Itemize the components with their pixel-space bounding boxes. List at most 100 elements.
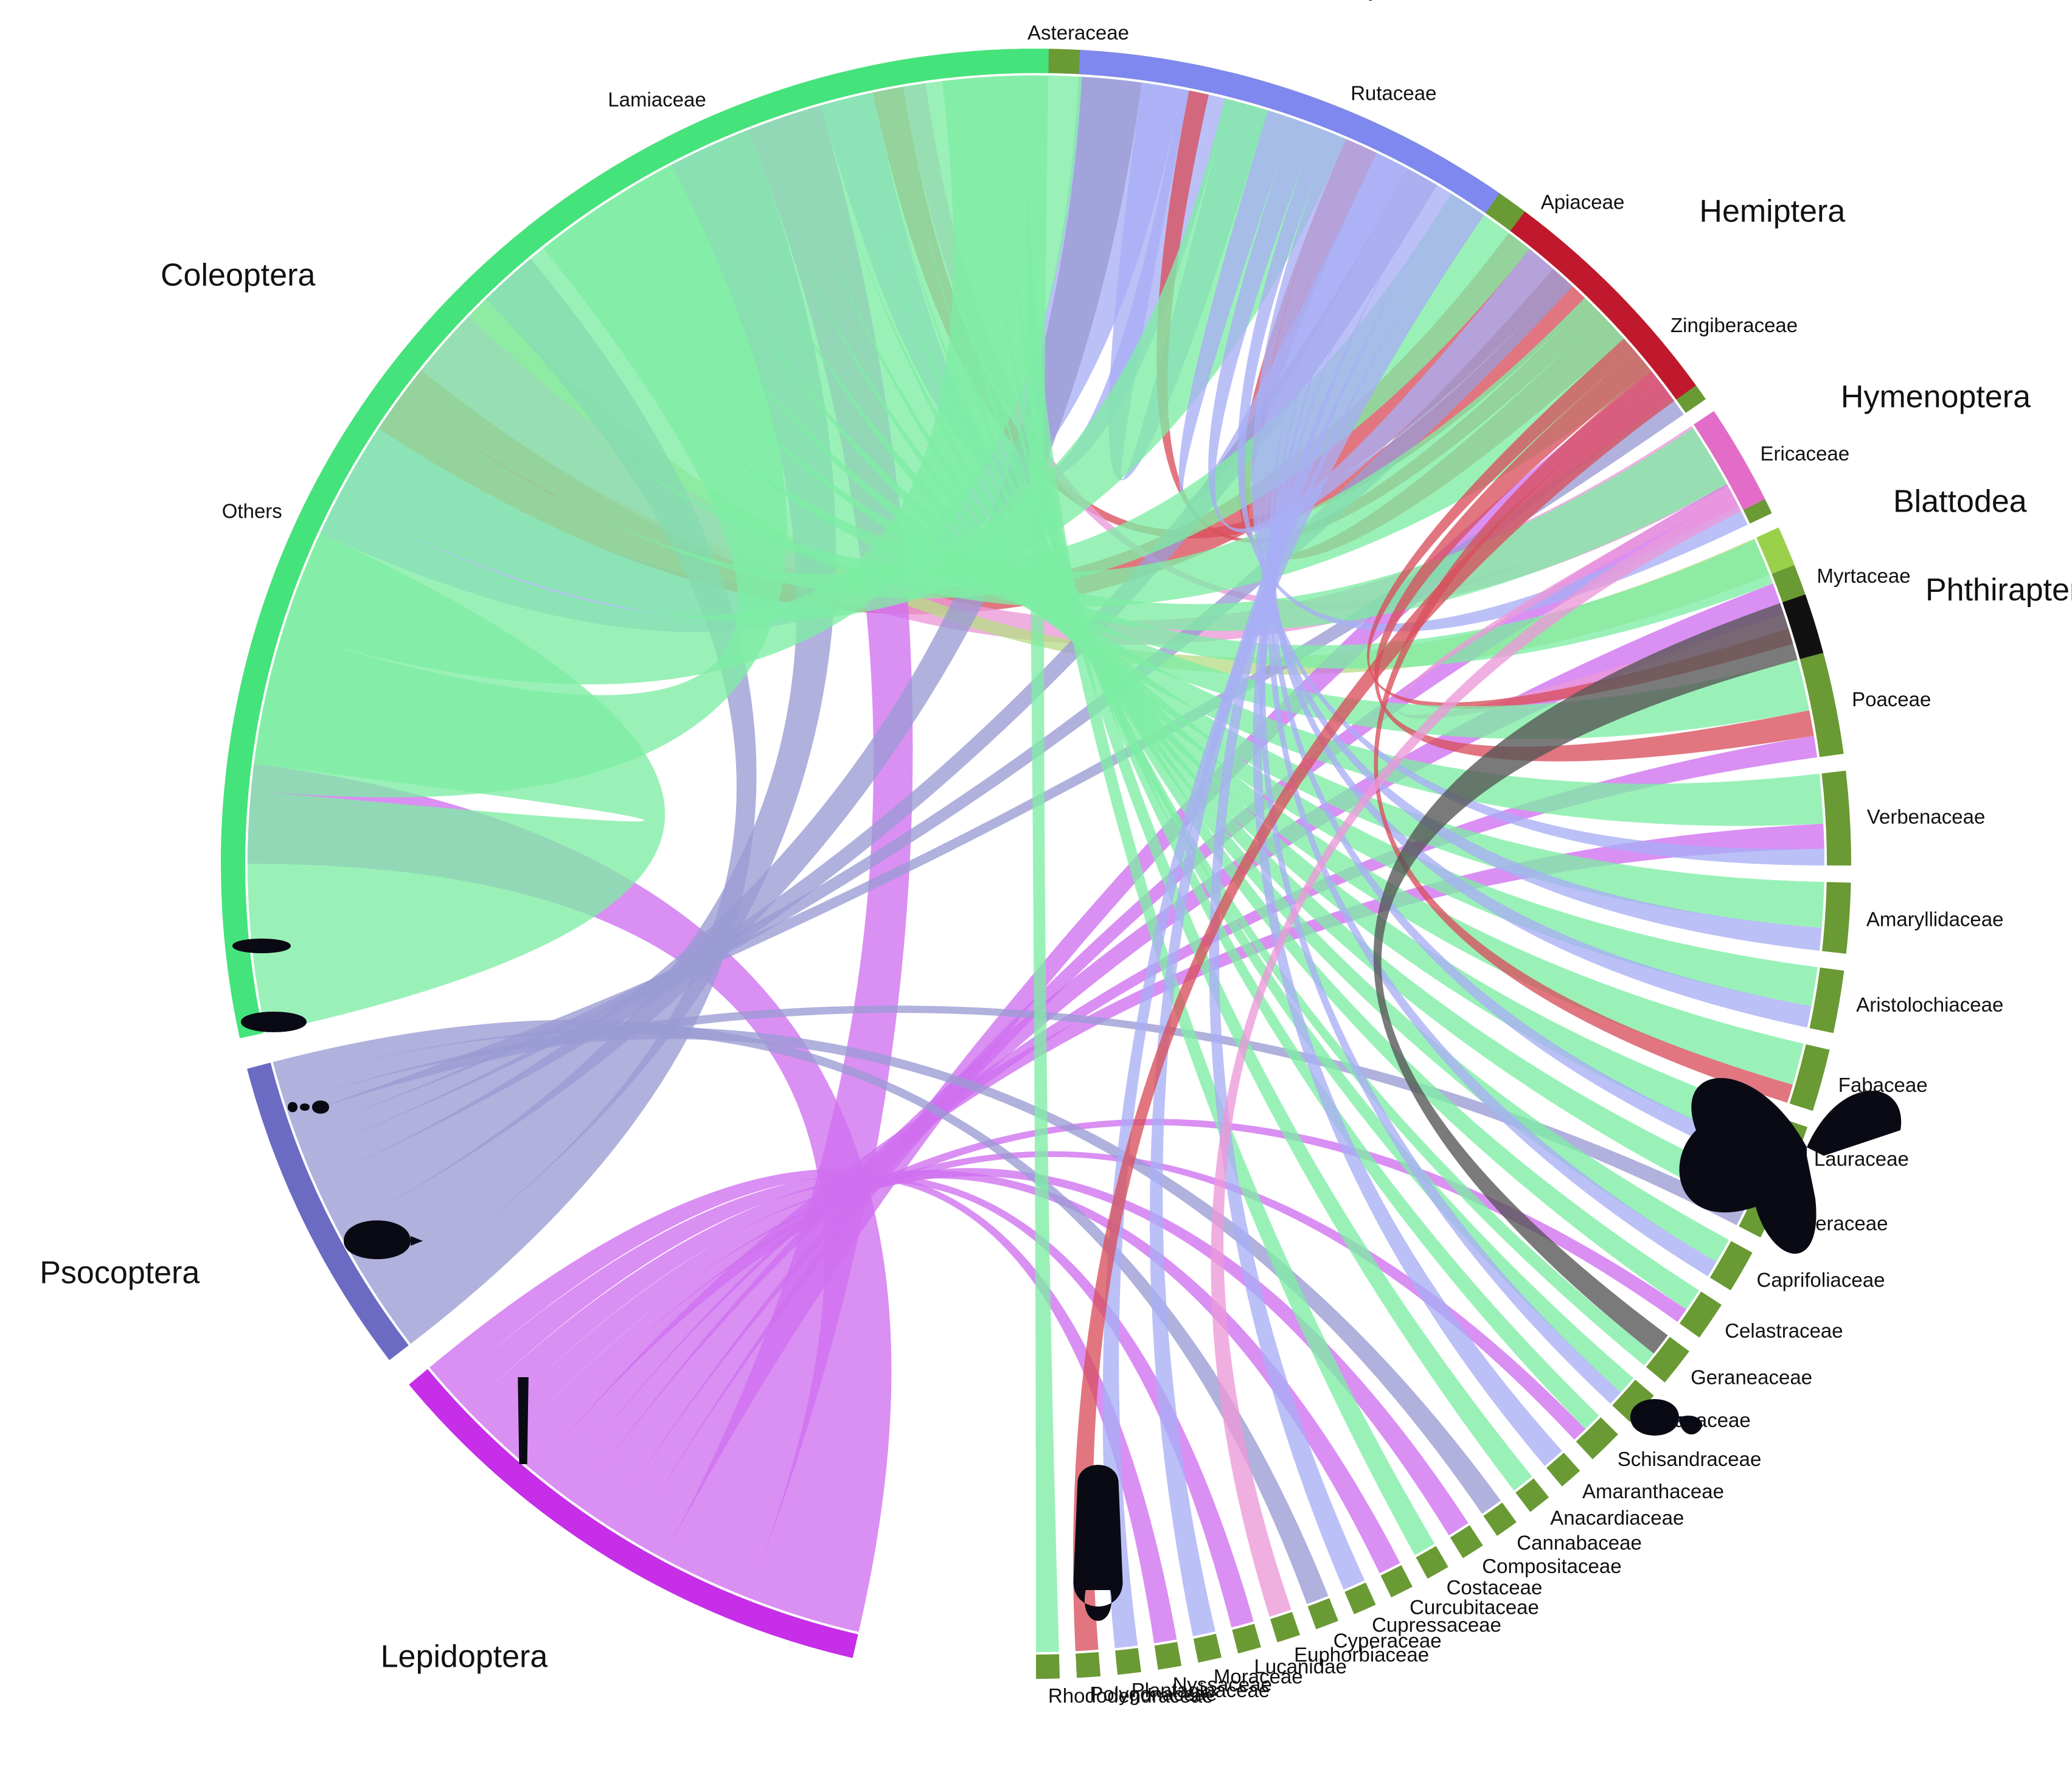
plant-arc [1799, 653, 1844, 757]
plant-family-label: Compositaceae [1482, 1555, 1621, 1577]
bark-louse-icon [1630, 1399, 1703, 1436]
insect-order-label: Blattodea [1893, 484, 2027, 519]
plant-arc [1154, 1642, 1182, 1670]
insect-order-arc [247, 1062, 409, 1360]
plant-arc [1821, 770, 1852, 866]
plant-arc [1076, 1652, 1101, 1678]
plant-arc [1270, 1611, 1300, 1642]
plant-family-label: Zingiberaceae [1670, 314, 1798, 336]
chord-ribbon [467, 1170, 1400, 1574]
chord-ribbon [1024, 75, 1059, 1653]
chord-ribbon [1374, 350, 1814, 762]
insect-order-arc [1694, 411, 1765, 510]
chord-ribbon [336, 98, 1346, 622]
louse-icon [232, 939, 291, 953]
plant-family-label: Amaranthaceae [1582, 1480, 1724, 1502]
plant-family-label: Cupressaceae [1372, 1614, 1501, 1636]
chord-ribbon [379, 259, 757, 1344]
plant-arc [1307, 1598, 1338, 1630]
plant-family-label: Euphorbiaceae [1294, 1644, 1429, 1666]
plant-arc [1515, 1478, 1549, 1512]
plant-family-label: Nyssaceae [1173, 1673, 1272, 1695]
insect-order-arc [1782, 594, 1824, 659]
insect-order-arc [1756, 527, 1795, 574]
plant-family-label: Geraneaceae [1691, 1366, 1812, 1389]
insect-order-label: Hemiptera [1699, 194, 1845, 229]
plant-family-label: Lucanidae [1254, 1655, 1347, 1678]
plant-arc [1232, 1624, 1261, 1654]
insect-order-arc [1510, 211, 1696, 400]
plant-arc [1789, 1044, 1830, 1111]
plant-family-label: Cyperaceae [1333, 1630, 1442, 1652]
arc-layer [221, 48, 1852, 1679]
plant-family-label: Rutaceae [1351, 82, 1436, 105]
insect-order-arc [409, 1369, 858, 1658]
plant-arc [1115, 1648, 1141, 1675]
chord-ribbon [1268, 153, 1770, 1169]
plant-family-label: Costaceae [1447, 1576, 1543, 1599]
plant-arc [1709, 1241, 1753, 1291]
ant-icon [288, 1100, 329, 1114]
chord-ribbon [1251, 133, 1825, 866]
plant-arc [1036, 1654, 1060, 1679]
chord-ribbon [662, 148, 1824, 826]
cockroach-icon [241, 1012, 307, 1032]
plant-arc [1822, 882, 1851, 954]
mosquito-icon [518, 1377, 529, 1464]
plant-family-label: Anacardiaceae [1550, 1507, 1684, 1529]
chord-ribbon [1373, 603, 1798, 1354]
plant-family-label: Schisandraceae [1618, 1448, 1762, 1470]
plant-arc [1646, 1336, 1689, 1383]
insect-order-label: Hymenoptera [1841, 379, 2031, 414]
plant-family-label: Rhododendraceae [1048, 1684, 1214, 1707]
plant-family-label: Polygonaceae [1090, 1683, 1217, 1705]
plant-arc [1193, 1633, 1222, 1663]
plant-family-label: Ericaceae [1761, 442, 1850, 465]
chord-ribbon [507, 1151, 1586, 1461]
chord-ribbon [248, 763, 892, 1632]
plant-family-label: Myrtaceae [1817, 564, 1911, 587]
plant-family-label: Plantaginaceae [1132, 1679, 1270, 1701]
chord-ribbon [620, 170, 1810, 739]
plant-arc [1576, 1417, 1618, 1459]
insect-order-label: Coleoptera [161, 258, 315, 293]
plant-family-label: Amaryllidaceae [1866, 908, 2004, 930]
chord-ribbon [1257, 139, 1822, 951]
plant-arc [1416, 1546, 1448, 1579]
insect-order-arc [1079, 50, 1500, 214]
plant-arc [1450, 1525, 1483, 1558]
plant-family-label: Others [222, 500, 282, 523]
plant-family-label: Lamiaceae [608, 88, 706, 111]
plant-family-label: Celastraceae [1725, 1319, 1843, 1342]
plant-family-label: Poaceae [1852, 688, 1931, 710]
plant-family-label: Apiaceae [1541, 190, 1625, 213]
plant-arc [1483, 1502, 1517, 1536]
plant-arc [1809, 967, 1844, 1033]
weevil-icon [1073, 1465, 1123, 1621]
moth-icon [1679, 1078, 1902, 1254]
plant-family-label: Asteraceae [1027, 21, 1129, 44]
chord-ribbon [1208, 119, 1554, 533]
insect-order-label: Phthiraptera [1925, 572, 2072, 608]
plant-family-label: Verbenaceae [1867, 805, 1986, 828]
chord-ribbon [400, 193, 1530, 599]
plant-arc [1679, 1291, 1722, 1338]
plant-family-label: Curcubitaceae [1410, 1596, 1539, 1618]
insect-order-label: Diptera [1337, 0, 1439, 1]
ribbon-layer [247, 75, 1825, 1653]
chord-ribbon [457, 260, 1652, 608]
plant-arc [1344, 1582, 1376, 1614]
insect-order-label: Psocoptera [40, 1256, 200, 1291]
plant-family-label: Caprifoliaceae [1757, 1268, 1885, 1291]
plant-arc [1546, 1453, 1580, 1487]
stink-bug-icon [344, 1220, 423, 1259]
plant-family-label: Cannabaceae [1517, 1532, 1642, 1554]
plant-family-label: Aristolochiaceae [1856, 993, 2003, 1016]
chord-ribbon [1150, 192, 1467, 1637]
plant-arc [1612, 1380, 1654, 1422]
insect-order-label: Lepidoptera [381, 1639, 548, 1675]
plant-family-label: Fabaceae [1838, 1074, 1928, 1096]
plant-arc [1380, 1565, 1413, 1597]
plant-family-label: Moraceae [1214, 1666, 1303, 1688]
